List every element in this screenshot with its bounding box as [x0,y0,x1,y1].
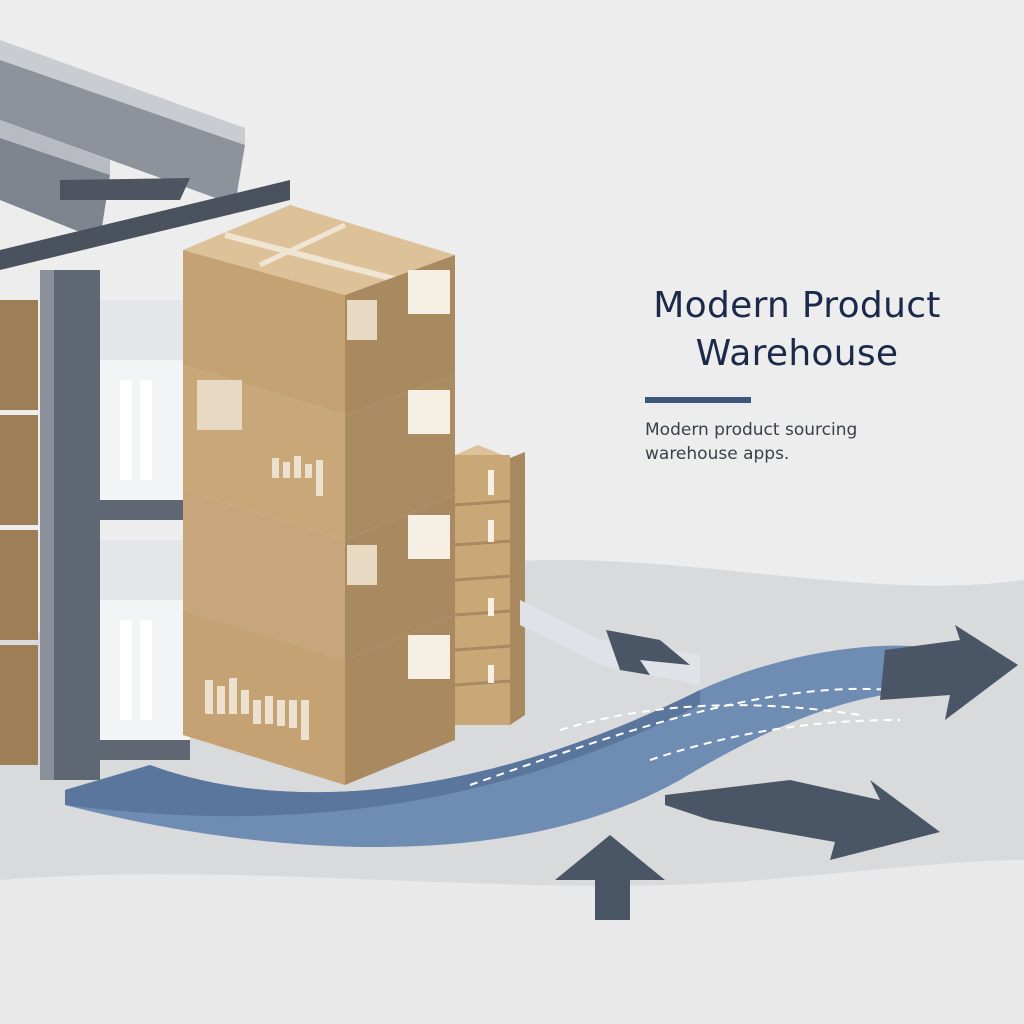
title-line-2: Warehouse [695,333,899,374]
conveyor-path [65,600,940,848]
subtitle-line-2: warehouse apps. [645,444,790,464]
arrow-up-icon [555,835,665,920]
overhead-rails [0,40,245,240]
page-title: Modern Product Warehouse [632,282,962,378]
subtitle: Modern product sourcing warehouse apps. [645,418,935,466]
arrow-down-left-icon [606,630,690,675]
storage-rack [0,180,290,780]
small-box-stack [454,445,526,725]
title-line-1: Modern Product [653,285,941,326]
subtitle-line-1: Modern product sourcing [645,420,858,440]
title-divider [645,397,751,403]
arrow-right-icon [665,780,940,860]
arrow-up-right-icon [880,625,1018,720]
floor-base [0,860,1024,1024]
big-box-stack [183,205,455,785]
